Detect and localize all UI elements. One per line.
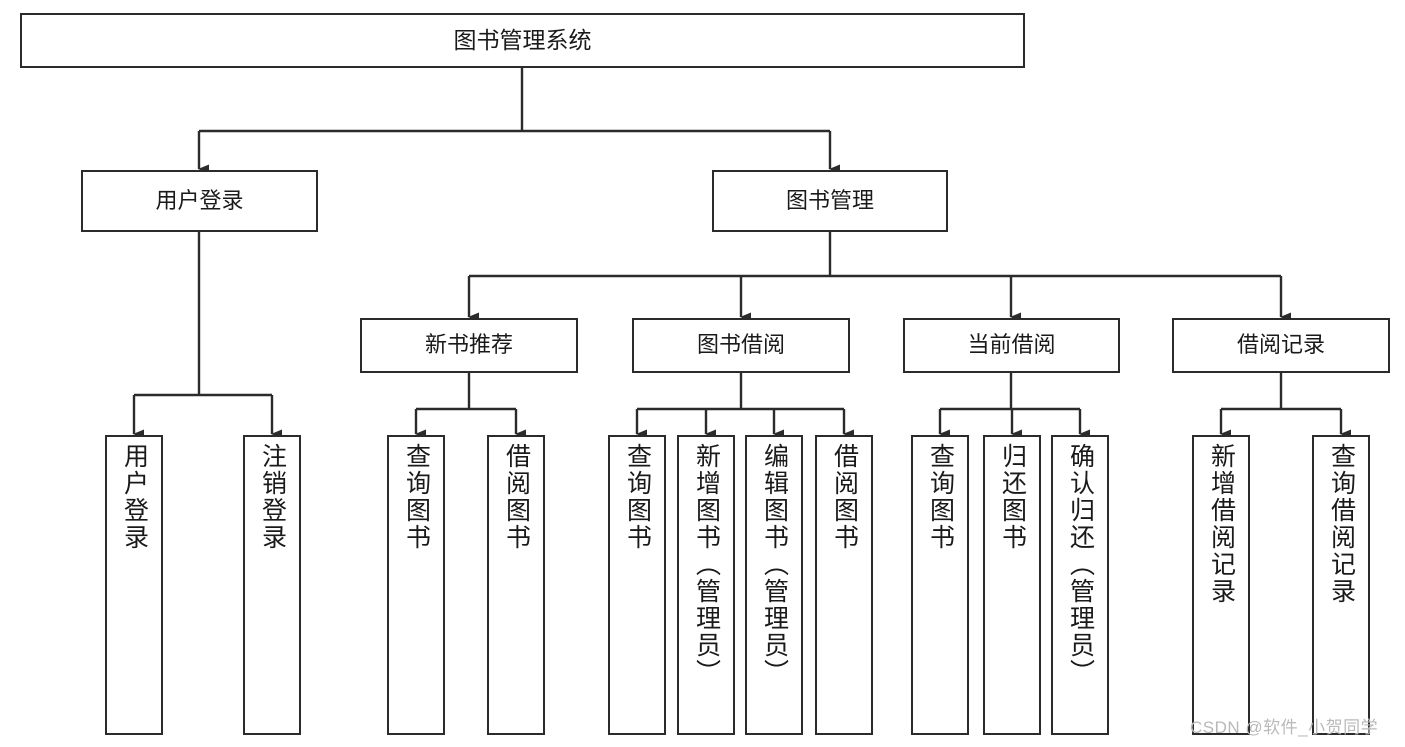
node-label-new-book-recommend: 新书推荐 — [424, 332, 513, 358]
node-leaf-add-book: 新增图书（管理员） — [677, 435, 735, 735]
conn-book-manage — [467, 232, 1291, 322]
node-label-leaf-return-book: 归还图书 — [998, 443, 1027, 551]
conn-book-borrow — [635, 373, 854, 439]
node-label-leaf-borrow-book-1: 借阅图书 — [502, 443, 531, 551]
node-leaf-borrow-book-2: 借阅图书 — [815, 435, 873, 735]
node-leaf-confirm-return: 确认归还（管理员） — [1051, 435, 1109, 735]
node-label-current-borrow: 当前借阅 — [967, 332, 1056, 358]
node-leaf-query-book-3: 查询图书 — [911, 435, 969, 735]
conn-root — [197, 68, 840, 174]
node-label-leaf-add-book: 新增图书（管理员） — [692, 443, 721, 686]
node-leaf-borrow-book-1: 借阅图书 — [487, 435, 545, 735]
node-borrow-record: 借阅记录 — [1172, 318, 1390, 373]
node-label-root: 图书管理系统 — [453, 26, 592, 53]
node-leaf-edit-book: 编辑图书（管理员） — [745, 435, 803, 735]
node-user-login: 用户登录 — [81, 170, 318, 232]
connector-group — [132, 68, 1351, 439]
conn-current-borrow — [938, 373, 1090, 439]
node-root: 图书管理系统 — [20, 13, 1025, 68]
node-leaf-user-login: 用户登录 — [105, 435, 163, 735]
node-label-leaf-query-book-1: 查询图书 — [402, 443, 431, 551]
node-leaf-query-book-1: 查询图书 — [387, 435, 445, 735]
node-leaf-user-logout: 注销登录 — [243, 435, 301, 735]
node-label-borrow-record: 借阅记录 — [1236, 332, 1325, 358]
node-label-leaf-add-record: 新增借阅记录 — [1207, 443, 1236, 605]
node-new-book-recommend: 新书推荐 — [360, 318, 578, 373]
conn-user-login — [132, 232, 282, 439]
conn-borrow-record — [1219, 373, 1351, 439]
node-leaf-add-record: 新增借阅记录 — [1192, 435, 1250, 735]
node-label-leaf-borrow-book-2: 借阅图书 — [830, 443, 859, 551]
node-book-borrow: 图书借阅 — [632, 318, 850, 373]
node-current-borrow: 当前借阅 — [903, 318, 1120, 373]
node-label-leaf-confirm-return: 确认归还（管理员） — [1066, 443, 1095, 686]
node-label-leaf-query-book-2: 查询图书 — [623, 443, 652, 551]
node-label-leaf-query-record: 查询借阅记录 — [1327, 443, 1356, 605]
node-label-leaf-query-book-3: 查询图书 — [926, 443, 955, 551]
node-leaf-query-record: 查询借阅记录 — [1312, 435, 1370, 735]
node-label-book-manage: 图书管理 — [785, 187, 874, 213]
node-label-leaf-user-logout: 注销登录 — [258, 443, 287, 551]
node-leaf-query-book-2: 查询图书 — [608, 435, 666, 735]
node-book-manage: 图书管理 — [712, 170, 948, 232]
node-label-leaf-user-login: 用户登录 — [120, 443, 149, 551]
node-label-user-login: 用户登录 — [155, 187, 244, 213]
node-label-leaf-edit-book: 编辑图书（管理员） — [760, 443, 789, 686]
conn-new-book-recommend — [414, 373, 526, 439]
node-leaf-return-book: 归还图书 — [983, 435, 1041, 735]
node-label-book-borrow: 图书借阅 — [696, 332, 785, 358]
